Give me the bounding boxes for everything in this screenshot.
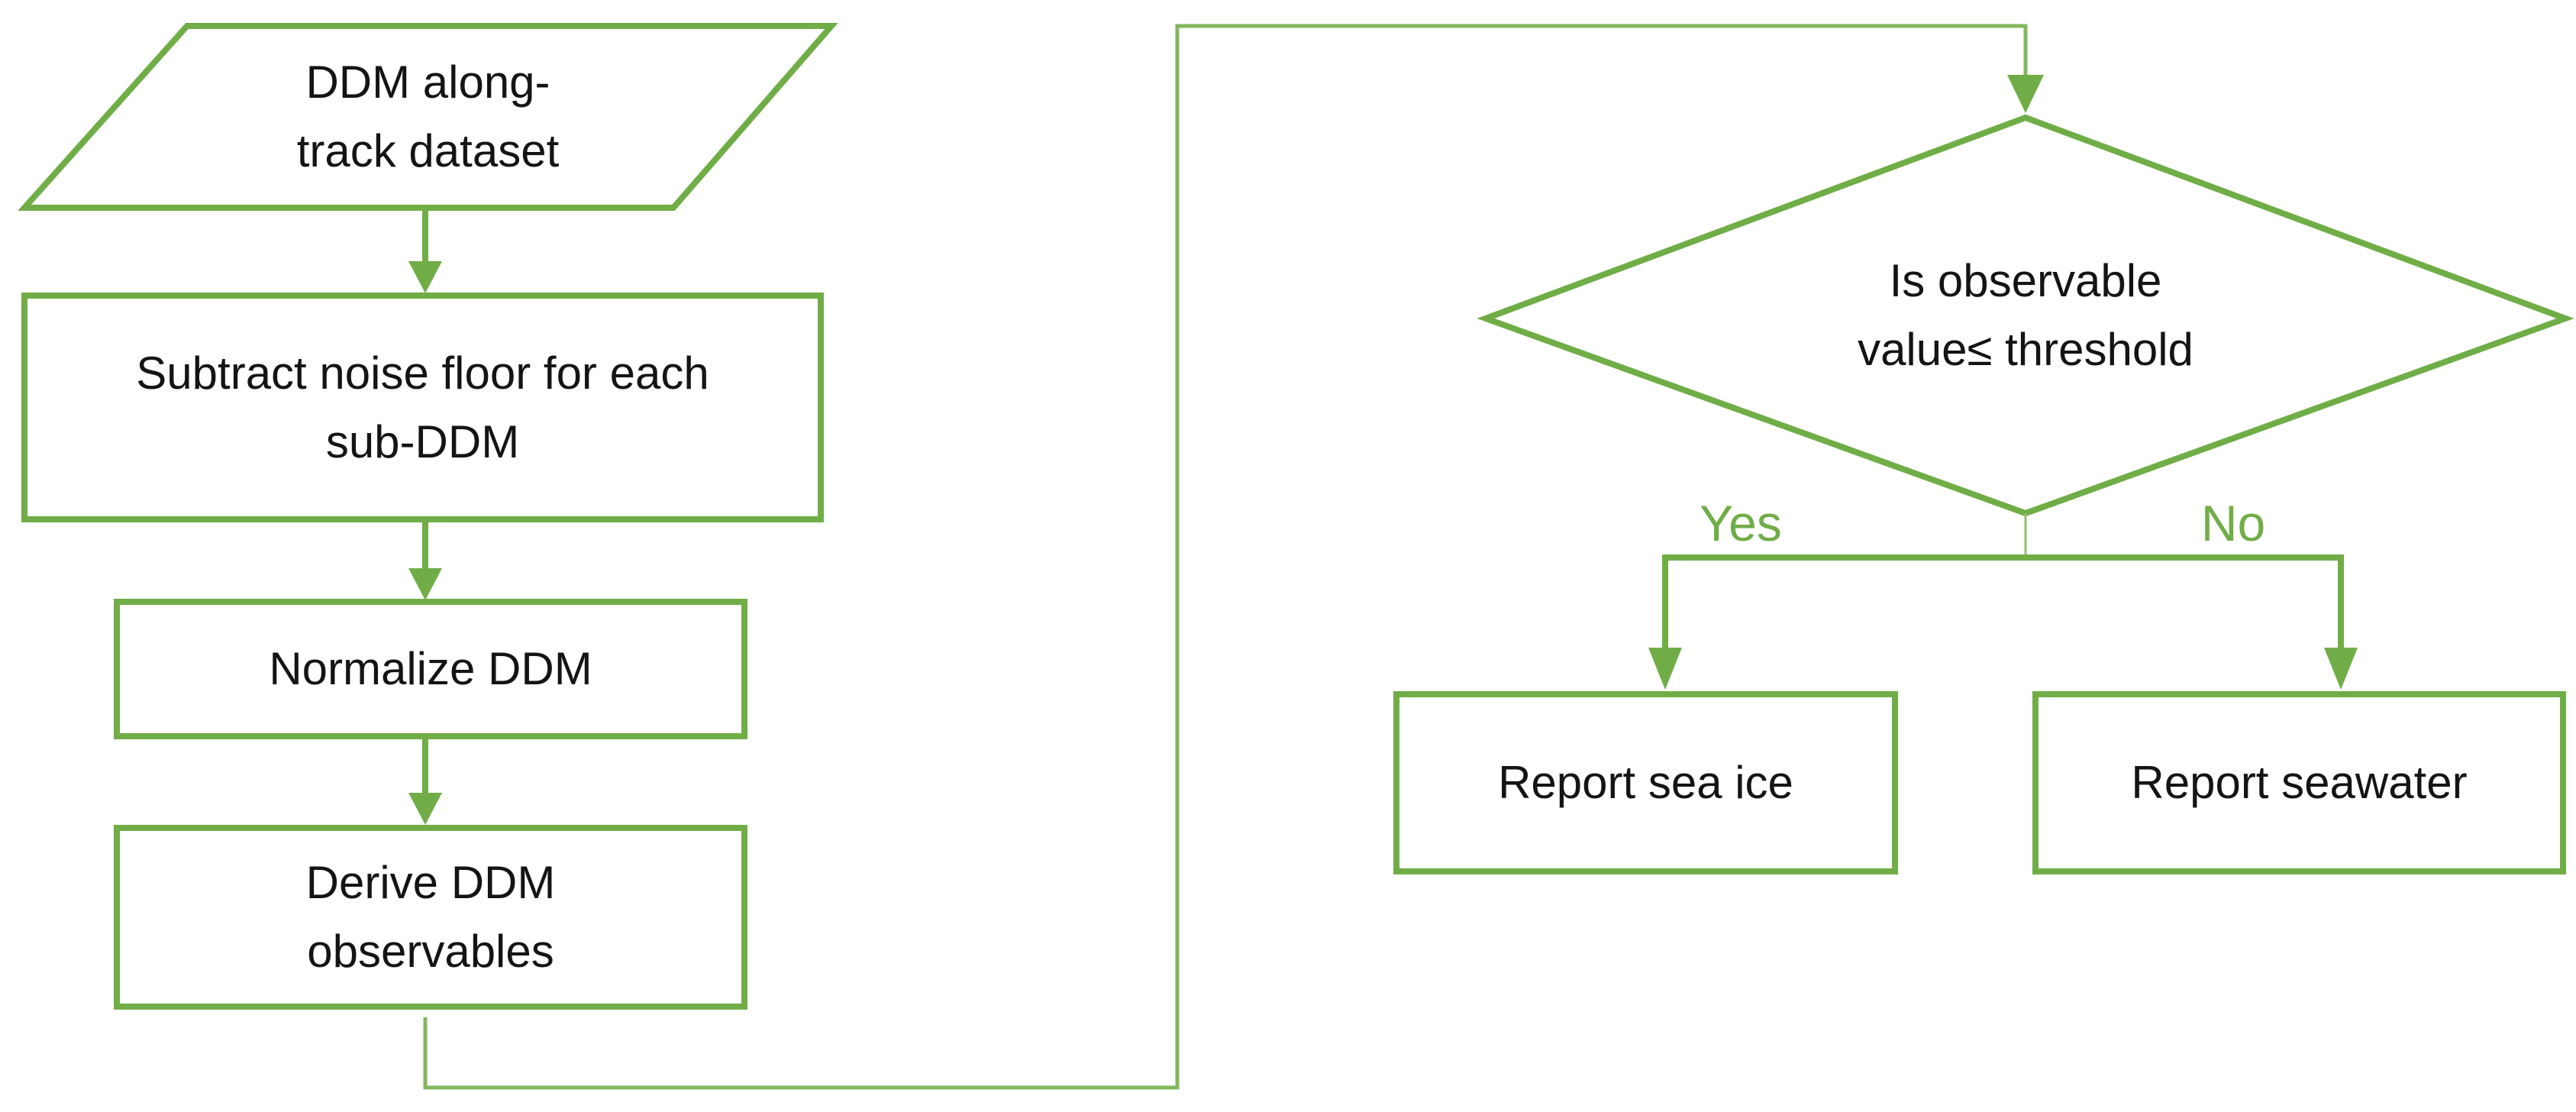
no-edge-text: No xyxy=(2200,495,2266,551)
report-sea-ice-box xyxy=(1393,691,1898,874)
decision-label: Is observable value≤ threshold xyxy=(1486,118,2565,513)
derive-observables-box xyxy=(114,825,747,1010)
report-seawater-line1: Report seawater xyxy=(2131,757,2468,808)
arrow-input-to-subtract xyxy=(408,208,442,293)
subtract-noise-label: Subtract noise floor for each sub-DDM xyxy=(24,296,821,519)
no-branch-arrowhead xyxy=(2324,648,2358,690)
yes-branch-arrowhead xyxy=(1648,648,1682,690)
input-parallelogram xyxy=(18,23,838,211)
yes-edge-text: Yes xyxy=(1700,495,1782,551)
yes-edge-label: Yes xyxy=(1649,493,1832,554)
derive-observables-line2: observables xyxy=(307,926,554,977)
connector-derive-to-decision xyxy=(423,24,2044,1090)
report-sea-ice-label: Report sea ice xyxy=(1396,694,1895,871)
branch-rail xyxy=(1662,554,2344,651)
normalize-label: Normalize DDM xyxy=(117,602,744,736)
normalize-line1: Normalize DDM xyxy=(269,643,592,694)
no-edge-label: No xyxy=(2142,493,2325,554)
subtract-noise-line1: Subtract noise floor for each xyxy=(136,347,709,399)
report-sea-ice-line1: Report sea ice xyxy=(1498,757,1793,808)
derive-observables-label: Derive DDM observables xyxy=(117,828,744,1007)
report-seawater-label: Report seawater xyxy=(2035,694,2563,871)
arrow-subtract-to-normalize xyxy=(408,519,442,600)
normalize-box xyxy=(114,599,747,739)
input-node-line1: DDM along- xyxy=(305,57,550,108)
subtract-noise-line2: sub-DDM xyxy=(325,415,520,467)
decision-line1: Is observable xyxy=(1889,255,2162,306)
input-node-label: DDM along- track dataset xyxy=(24,26,831,208)
arrow-normalize-to-derive xyxy=(408,736,442,825)
subtract-noise-box xyxy=(21,293,824,522)
decision-line2: value≤ threshold xyxy=(1858,324,2193,375)
derive-observables-line1: Derive DDM xyxy=(305,857,556,908)
report-seawater-box xyxy=(2032,691,2566,874)
input-node-line2: track dataset xyxy=(296,125,560,176)
